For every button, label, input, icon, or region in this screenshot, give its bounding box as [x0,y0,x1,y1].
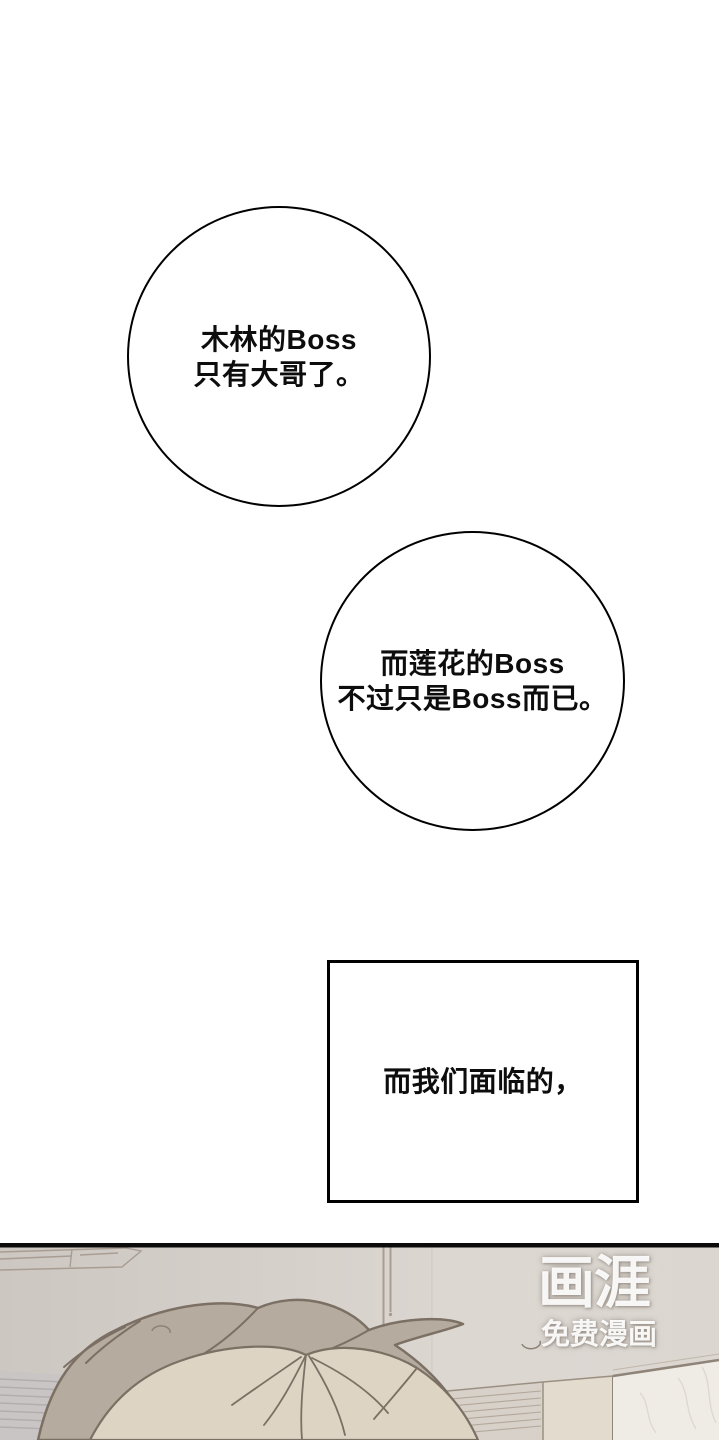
speech-bubble-1: 木林的Boss 只有大哥了。 [127,206,431,507]
marble-wall [612,1353,719,1440]
speech-bubble-text: 而莲花的Boss 不过只是Boss而已。 [338,646,608,716]
comic-panel: 画涯 免费漫画 [0,1243,719,1440]
panel-border-top [0,1243,719,1248]
ceiling-vent-outline [0,1247,143,1271]
speech-bubble-text: 木林的Boss 只有大哥了。 [193,322,364,392]
speech-line: 而莲花的Boss [380,648,565,679]
character-hair-front [88,1345,480,1440]
speech-line: 而我们面临的， [383,1066,583,1097]
speech-line: 不过只是Boss而已。 [337,683,608,714]
narration-text: 而我们面临的， [383,1064,583,1099]
narration-box: 而我们面临的， [327,960,639,1203]
comic-panel-art [0,1243,719,1440]
speech-line: 只有大哥了。 [193,358,365,390]
speech-bubble-2: 而莲花的Boss 不过只是Boss而已。 [320,531,625,831]
speech-line: 木林的Boss [201,323,357,355]
hair-wisps [151,1325,542,1350]
wall-column [542,1375,614,1440]
